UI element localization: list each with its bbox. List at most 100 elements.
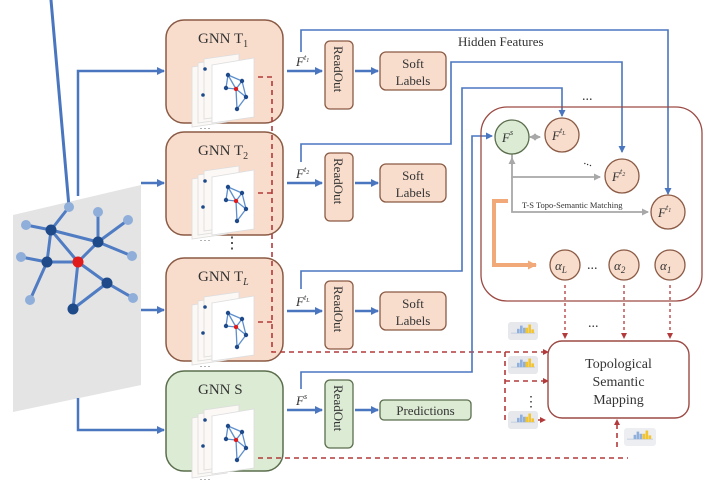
soft-labels-line1: Soft [402, 168, 424, 183]
readout-arrows [287, 67, 379, 414]
mapping-line-2: Semantic [592, 375, 644, 390]
readout-box: ReadOut [324, 40, 354, 110]
alpha-to-mapping-arrows [562, 285, 673, 339]
histogram-thumbnail-icon [508, 411, 538, 429]
svg-text:αL: αL [555, 258, 567, 275]
graph-layers-icon: . . . [191, 404, 255, 482]
soft-labels-line1: Soft [402, 56, 424, 71]
topo-semantic-matching-panel [480, 106, 703, 302]
graph-node [21, 220, 31, 230]
svg-text:α2: α2 [614, 258, 626, 275]
gnn-teacher-1-title: GNN T1 [198, 31, 248, 50]
graph-node [41, 256, 53, 268]
teacher-ellipsis: ⋮ [224, 235, 240, 252]
graph-layers-icon: . . . [191, 291, 255, 369]
histogram-thumbnail-icon [508, 356, 538, 374]
alpha-node-1: α1 [654, 249, 686, 281]
readout-label: ReadOut [331, 46, 346, 93]
predictions-box: Predictions [379, 399, 472, 421]
readout-label: ReadOut [331, 286, 346, 333]
svg-text:. . .: . . . [200, 473, 210, 482]
input-graph-edge [49, 228, 80, 264]
graph-node [16, 252, 26, 262]
histogram-ellipsis: ⋮ [524, 395, 538, 410]
svg-text:FtL: FtL [551, 126, 566, 143]
graph-node [67, 303, 79, 315]
input-graph-icon [13, 0, 141, 412]
graph-node [64, 202, 74, 212]
graph-node [128, 293, 138, 303]
mapping-ellipsis: ... [588, 316, 599, 331]
readout-box: ReadOut [324, 152, 354, 222]
svg-text:Ft2: Ft2 [611, 167, 625, 184]
teacher-feature-label: FtL [295, 293, 310, 309]
graph-node [92, 236, 104, 248]
alpha-ellipsis: ... [587, 258, 598, 273]
teacher-feature-node-1: Ft1 [650, 194, 686, 230]
svg-text:. . .: . . . [200, 360, 210, 369]
hidden-features-label: Hidden Features [458, 34, 544, 49]
soft-labels-line1: Soft [402, 296, 424, 311]
gnn-teacher-2-title: GNN T2 [198, 143, 248, 162]
panel-ellipsis: ... [582, 153, 595, 169]
svg-text:Fs: Fs [501, 128, 513, 145]
student-feature-node: Fs [494, 119, 530, 155]
graph-layers-icon: . . . [191, 53, 255, 131]
input-graph-edge [49, 228, 100, 244]
dashed-layer-connections [258, 76, 628, 459]
graph-node [25, 295, 35, 305]
input-graph-edge [96, 218, 130, 244]
svg-text:α1: α1 [660, 258, 671, 275]
gnn-student-title: GNN S [198, 382, 243, 398]
predictions-label: Predictions [396, 403, 455, 418]
mapping-line-3: Mapping [593, 393, 644, 408]
graph-layers-icon: . . . [191, 165, 255, 243]
teacher-features-ellipsis: ... [582, 89, 593, 104]
gnn-teacher-3-title: GNN TL [198, 269, 249, 288]
readout-label: ReadOut [331, 385, 346, 432]
alpha-bracket-arrow [492, 199, 537, 270]
input-graph-edge [96, 240, 134, 258]
alpha-node-L: αL [549, 249, 581, 281]
matching-label: T-S Topo-Semantic Matching [522, 200, 623, 210]
svg-text:. . .: . . . [200, 122, 210, 131]
alpha-node-2: α2 [608, 249, 640, 281]
soft-labels-line2: Labels [396, 73, 431, 88]
teacher-feature-node-2: Ft2 [604, 158, 640, 194]
svg-text:. . .: . . . [200, 234, 210, 243]
gnn-student: GNN S . . . Fs ReadOut Predictions [165, 370, 472, 482]
input-branch-arrows [76, 67, 165, 434]
graph-node [127, 251, 137, 261]
graph-node [93, 207, 103, 217]
input-graph-edge [71, 281, 109, 311]
target-node [72, 256, 84, 268]
graph-node [45, 224, 57, 236]
readout-box: ReadOut [324, 280, 354, 350]
readout-box: ReadOut [324, 379, 354, 449]
histogram-thumbnail-icon [508, 322, 538, 340]
soft-labels-line2: Labels [396, 313, 431, 328]
input-graph-edge [28, 260, 49, 302]
graph-node [123, 215, 133, 225]
histogram-thumbnail-icon [624, 428, 656, 446]
hidden-feature-lines [300, 29, 672, 389]
topological-semantic-mapping-box: Topological Semantic Mapping [547, 340, 690, 419]
readout-label: ReadOut [331, 158, 346, 205]
student-feature-label: Fs [295, 392, 307, 408]
soft-labels-line2: Labels [396, 185, 431, 200]
teacher-feature-node-L: FtL [544, 117, 580, 153]
graph-node [101, 277, 113, 289]
input-graph-edge [71, 260, 80, 311]
teacher-feature-label: Ft2 [295, 165, 309, 181]
matching-arrows [508, 133, 649, 216]
teacher-feature-label: Ft1 [295, 53, 309, 69]
svg-text:Ft1: Ft1 [657, 203, 671, 220]
mapping-line-1: Topological [585, 357, 652, 372]
